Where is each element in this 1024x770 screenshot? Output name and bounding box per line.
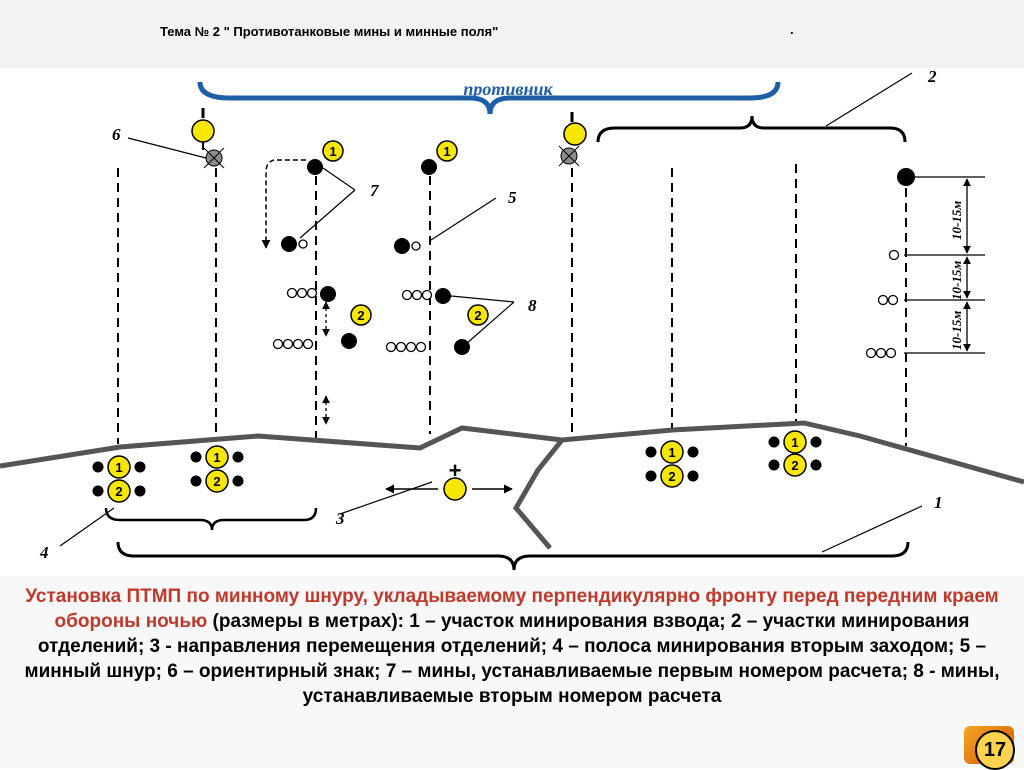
dimension-2: 10-15м bbox=[949, 261, 964, 300]
svg-text:+: + bbox=[449, 458, 462, 483]
mine-fuses bbox=[272, 239, 900, 359]
leader-1 bbox=[821, 505, 923, 553]
operator-1a: 1 bbox=[322, 140, 344, 162]
squad-right-2: 1 2 bbox=[768, 430, 822, 477]
svg-text:2: 2 bbox=[791, 458, 798, 473]
svg-text:1: 1 bbox=[443, 144, 450, 159]
bracket-1 bbox=[116, 541, 910, 571]
return-path bbox=[261, 159, 306, 249]
bracket-4 bbox=[104, 507, 318, 531]
dimension-lines: 10-15м 10-15м 10-15м bbox=[904, 176, 985, 354]
squad-left-1: 1 2 bbox=[92, 455, 146, 503]
dimension-3: 10-15м bbox=[949, 311, 964, 350]
mine-cords bbox=[117, 164, 907, 446]
bracket-2 bbox=[596, 115, 907, 143]
mines-first-number bbox=[281, 159, 915, 355]
header-bar bbox=[0, 0, 1024, 68]
label-8: 8 bbox=[528, 296, 537, 315]
svg-text:1: 1 bbox=[115, 460, 122, 475]
dimension-1: 10-15м bbox=[949, 201, 964, 240]
enemy-label: противник bbox=[463, 79, 553, 99]
label-6: 6 bbox=[112, 125, 121, 144]
caption-panel bbox=[0, 576, 1024, 768]
caption-text: Установка ПТМП по минному шнуру, укладыв… bbox=[6, 584, 1018, 709]
front-line bbox=[0, 420, 1024, 485]
label-7: 7 bbox=[370, 181, 380, 200]
leader-5 bbox=[430, 197, 497, 241]
svg-text:1: 1 bbox=[668, 445, 675, 460]
label-3: 3 bbox=[335, 509, 345, 528]
orientation-sign-right bbox=[558, 112, 587, 167]
leader-6 bbox=[127, 137, 207, 159]
squad-right-1: 1 2 bbox=[645, 440, 699, 488]
svg-text:2: 2 bbox=[668, 469, 675, 484]
leader-4 bbox=[59, 507, 115, 547]
svg-text:1: 1 bbox=[329, 144, 336, 159]
slide-title: Тема № 2 " Противотанковые мины и минные… bbox=[160, 24, 499, 39]
svg-text:2: 2 bbox=[115, 484, 122, 499]
leader-3 bbox=[339, 481, 433, 515]
caption-red: Установка ПТМП по минному шнуру, укладыв… bbox=[25, 586, 999, 632]
squad-left-2: 1 2 bbox=[190, 445, 244, 493]
enemy-bracket bbox=[197, 81, 781, 115]
page-number: 17 bbox=[975, 730, 1015, 770]
title-dot: . bbox=[790, 22, 794, 37]
trench bbox=[512, 438, 564, 550]
operator-1b: 1 bbox=[436, 140, 458, 162]
label-4: 4 bbox=[39, 543, 49, 562]
orientation-sign-left bbox=[191, 108, 225, 169]
minefield-diagram: противник 2 6 1 1 bbox=[0, 67, 1024, 571]
svg-text:2: 2 bbox=[213, 474, 220, 489]
operator-2b: 2 bbox=[467, 304, 489, 326]
caption-black: (размеры в метрах): 1 – участок минирова… bbox=[24, 611, 1000, 707]
svg-text:1: 1 bbox=[213, 450, 220, 465]
svg-text:2: 2 bbox=[357, 308, 364, 323]
label-2: 2 bbox=[927, 67, 937, 86]
label-1: 1 bbox=[934, 493, 943, 512]
svg-text:2: 2 bbox=[474, 308, 481, 323]
operator-2a: 2 bbox=[350, 304, 372, 326]
leader-2 bbox=[825, 72, 913, 127]
svg-text:1: 1 bbox=[791, 435, 798, 450]
label-5: 5 bbox=[508, 188, 517, 207]
commander-movement: + bbox=[385, 458, 513, 501]
